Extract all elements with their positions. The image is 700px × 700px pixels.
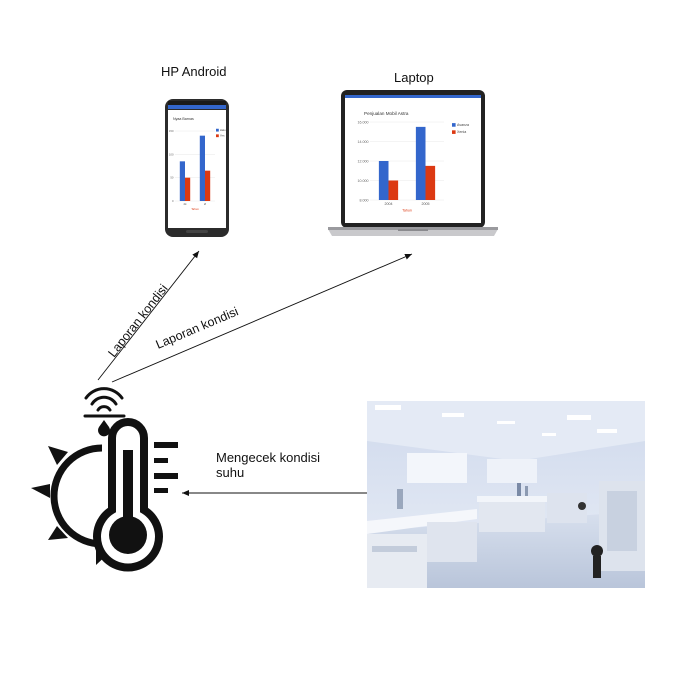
arrow-to-phone — [97, 250, 200, 381]
bar — [425, 165, 436, 200]
edge-label-to-laptop: Laporan kondisi — [154, 304, 241, 351]
bar — [185, 177, 191, 201]
legend-entry: Xenia — [457, 130, 466, 134]
thermometer-sun-icon — [31, 418, 178, 572]
x-tick-label: 2005 — [422, 202, 430, 206]
y-tick-label: 14.000 — [358, 140, 369, 144]
legend-swatch — [216, 134, 219, 138]
bar — [378, 161, 389, 200]
y-tick-label: 100 — [169, 152, 174, 156]
phone-chart-title: Nyaa Barnas — [173, 117, 194, 121]
x-tick-label: 2k — [184, 202, 188, 206]
legend-entry: Halo — [220, 128, 226, 132]
bar — [415, 126, 426, 200]
legend-swatch — [216, 128, 219, 132]
y-tick-label: 8.000 — [360, 198, 369, 202]
laptop-chart: Penjualan Mobil Astra 16.000 14.000 12.000… — [358, 111, 469, 213]
laboratory-photo — [367, 401, 645, 588]
bar — [205, 170, 211, 201]
x-tick-label: 2004 — [385, 202, 393, 206]
laptop: Penjualan Mobil Astra 16.000 14.000 12.000… — [328, 90, 498, 236]
legend-swatch — [452, 123, 456, 127]
sensor-group — [31, 387, 178, 572]
y-tick-label: 50 — [170, 176, 174, 180]
legend-entry: Yes — [220, 134, 225, 138]
y-tick-label: 12.000 — [358, 159, 369, 163]
legend-swatch — [452, 130, 456, 134]
edge-label-from-lab: Mengecek kondisi suhu — [216, 450, 321, 480]
x-axis-label: Tahun — [191, 207, 199, 211]
y-tick-label: 0 — [172, 199, 174, 203]
arrow-to-laptop — [111, 253, 413, 383]
bar — [199, 135, 205, 201]
x-axis-label: Tahun — [402, 209, 412, 213]
laptop-label: Laptop — [394, 70, 434, 85]
phone-label: HP Android — [161, 64, 227, 79]
y-tick-label: 150 — [169, 129, 174, 133]
legend-entry: Avanza — [457, 123, 469, 127]
y-tick-label: 10.000 — [358, 179, 369, 183]
y-tick-label: 16.000 — [358, 120, 369, 124]
wifi-icon — [83, 387, 126, 418]
bar — [179, 161, 185, 201]
bar — [388, 180, 399, 200]
x-tick-label: 2l — [204, 202, 207, 206]
laptop-chart-title: Penjualan Mobil Astra — [364, 111, 409, 116]
